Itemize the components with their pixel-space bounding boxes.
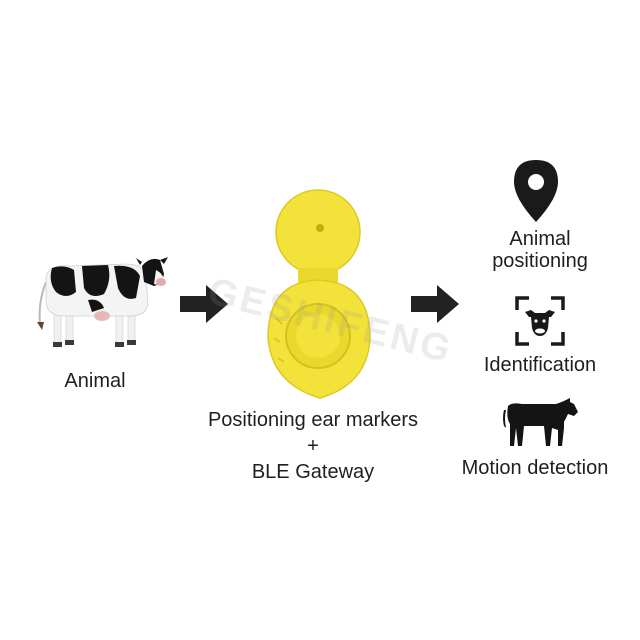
cow-silhouette-icon — [502, 398, 578, 448]
animal-positioning-label-line2: positioning — [492, 250, 588, 272]
right-arrow-icon — [180, 285, 228, 323]
animal-positioning-label-line1: Animal — [509, 228, 571, 250]
ear-tag-image — [262, 188, 374, 400]
gateway-label: BLE Gateway — [251, 461, 375, 483]
cow-image — [30, 252, 170, 352]
animal-label: Animal — [64, 370, 126, 392]
identification-label: Identification — [483, 354, 597, 376]
plus-label: + — [307, 435, 319, 457]
cow-face-scan-icon — [515, 296, 565, 346]
location-pin-icon — [514, 160, 558, 222]
motion-detection-label: Motion detection — [461, 457, 609, 479]
ear-markers-label: Positioning ear markers — [207, 409, 419, 431]
right-arrow-icon — [411, 285, 459, 323]
